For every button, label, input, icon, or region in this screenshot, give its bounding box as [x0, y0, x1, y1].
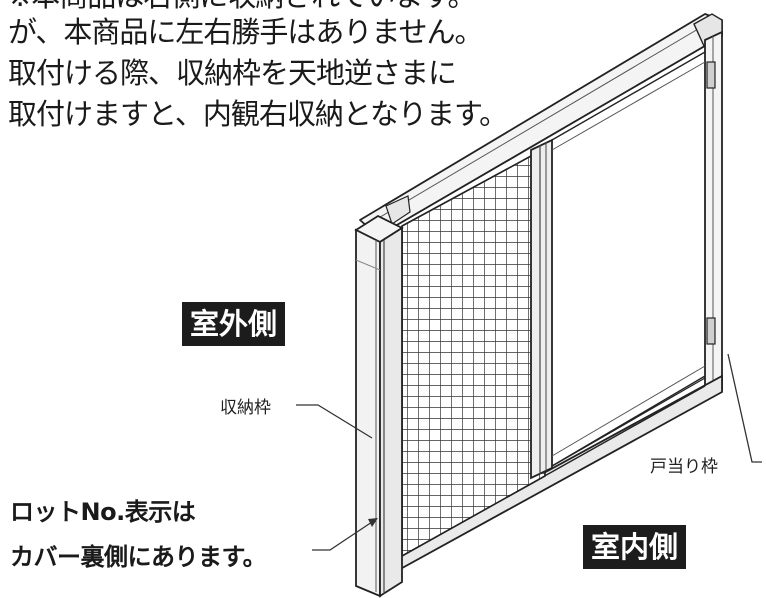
lot-number-note-line2: カバー裏側にあります。	[10, 543, 267, 571]
intro-line: ※本商品は右側に収納されています。	[8, 0, 477, 14]
intro-line: 取付けますと、内観右収納となります。	[8, 97, 508, 131]
door-stop-frame-label: 戸当り枠	[650, 457, 718, 477]
intro-line: が、本商品に左右勝手はありません。	[8, 15, 484, 49]
top-rail-end-cap-left	[385, 195, 411, 225]
top-rail-inner-edge	[377, 35, 723, 237]
open-area-bottom-edge	[551, 375, 706, 467]
door-stop-leader	[727, 353, 762, 463]
intro-line: 取付ける際、収納枠を天地逆さまに	[8, 56, 457, 90]
lot-note-arrowhead	[368, 518, 378, 527]
door-stop-latch-upper	[706, 61, 716, 89]
storage-frame-leader	[296, 404, 373, 439]
door-stop-latch-lower	[706, 317, 716, 345]
pull-handle-bar	[530, 138, 553, 480]
storage-frame-label: 収納枠	[220, 398, 271, 418]
outdoor-side-label: 室外側	[182, 302, 286, 346]
lot-note-leader	[312, 521, 373, 551]
lot-number-note-line1: ロットNo.表示は	[10, 498, 196, 526]
indoor-side-label: 室内側	[583, 525, 687, 569]
open-area-top-edge	[551, 51, 706, 141]
